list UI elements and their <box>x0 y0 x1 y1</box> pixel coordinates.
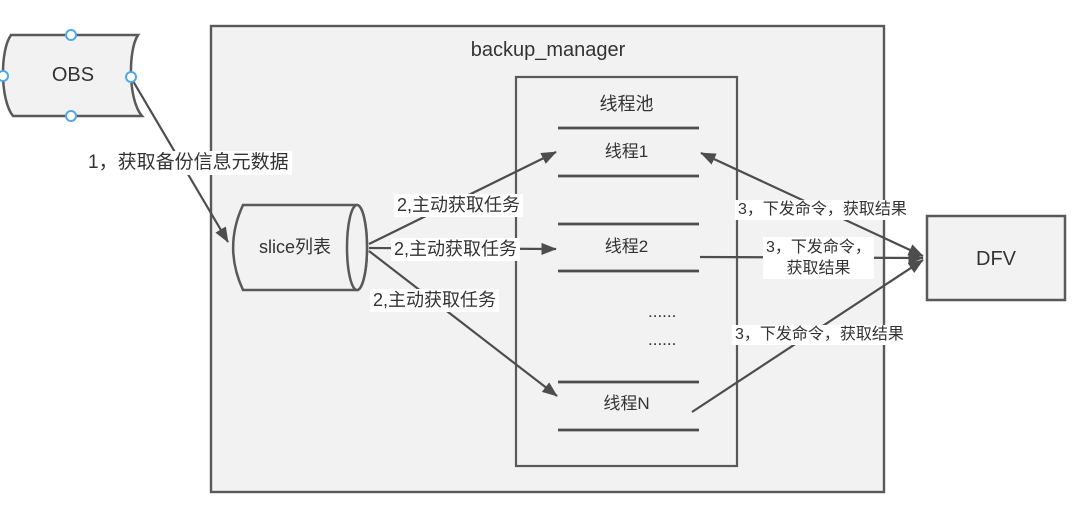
edge-label-step3-thread2: 3，下发命令， 获取结果 <box>763 237 874 279</box>
thread-pool-title: 线程池 <box>599 94 654 114</box>
slice-list-label: slice列表 <box>258 237 331 257</box>
thread-label-1: 线程1 <box>604 142 649 161</box>
selection-handle-top[interactable] <box>65 29 77 41</box>
selection-handle-right[interactable] <box>125 71 137 83</box>
thread-label-2: 线程2 <box>604 237 649 256</box>
obs-selection-handles[interactable] <box>0 29 137 122</box>
obs-label: OBS <box>51 64 95 86</box>
edge-label-step2-thread2: 2,主动获取任务 <box>391 238 521 261</box>
edge-label-step2-thread1: 2,主动获取任务 <box>394 194 524 217</box>
dfv-box[interactable] <box>925 214 1067 302</box>
thread-dividers <box>558 126 699 432</box>
edge-label-step3-threadN: 3，下发命令，获取结果 <box>732 325 907 345</box>
edge-label-step2-threadN: 2,主动获取任务 <box>370 289 500 312</box>
thread-ellipsis-row: ...... <box>648 302 677 321</box>
edge-label-step3-thread2-line1: 3，下发命令， <box>766 239 871 256</box>
dfv-label: DFV <box>976 248 1016 270</box>
thread-label-N: 线程N <box>603 394 650 413</box>
slice-list-cylinder-cap <box>345 203 369 292</box>
connector-slicelist-to-threadN[interactable] <box>368 250 558 397</box>
edge-label-step3-thread1: 3，下发命令，获取结果 <box>735 200 910 220</box>
selection-handle-left[interactable] <box>0 70 9 82</box>
thread-ellipsis-row: ...... <box>648 330 677 349</box>
backup-manager-title: backup_manager <box>470 39 626 61</box>
selection-handle-bottom[interactable] <box>65 110 77 122</box>
obs-shape[interactable] <box>1 33 145 118</box>
edge-label-step1: 1，获取备份信息元数据 <box>85 151 292 175</box>
edge-label-step3-thread2-line2: 获取结果 <box>786 260 851 277</box>
